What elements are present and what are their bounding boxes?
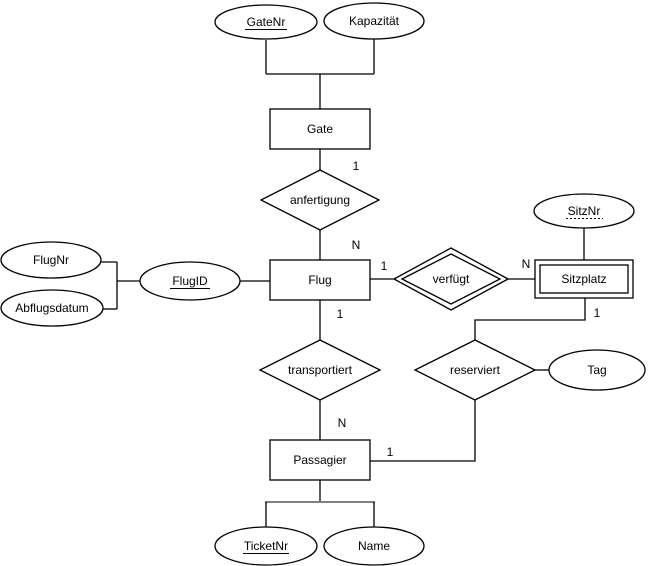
- kapazitaet-label: Kapazität: [349, 14, 400, 28]
- passagier-label: Passagier: [293, 453, 346, 467]
- gatenr-label: GateNr: [247, 15, 286, 29]
- sitznr-label: SitzNr: [568, 204, 601, 218]
- transportiert-diamond: [258, 339, 382, 401]
- gate-label: Gate: [307, 122, 333, 136]
- flugid-label: FlugID: [172, 274, 208, 288]
- flugnr-label: FlugNr: [33, 253, 69, 267]
- abflugsdatum-ellipse: [0, 289, 104, 327]
- kapazitaet-ellipse: [323, 2, 425, 40]
- flug-rect: [269, 259, 371, 301]
- relationship-transportiert: transportiert: [258, 339, 382, 401]
- cardinality-transportiert-passagier: N: [338, 416, 347, 430]
- anfertigung-diamond: [259, 169, 381, 231]
- attribute-kapazitaet: Kapazität: [323, 2, 425, 40]
- attribute-name: Name: [323, 526, 425, 566]
- edges: [100, 39, 586, 527]
- gate-rect: [269, 108, 371, 150]
- sitzplatz-label: Sitzplatz: [561, 272, 606, 286]
- ticketnr-label: TicketNr: [244, 539, 288, 553]
- ticketnr-ellipse: [214, 526, 318, 566]
- cardinality-gate-anfertigung: 1: [353, 159, 360, 173]
- cardinality-verfuegt-sitzplatz: N: [522, 257, 531, 271]
- tag-label: Tag: [587, 363, 606, 377]
- relationship-reserviert: reserviert: [413, 339, 537, 401]
- name-ellipse: [323, 526, 425, 566]
- edge-sitzplatz-reserviert: [474, 298, 586, 340]
- verfuegt-inner-diamond: [400, 253, 502, 305]
- cardinality-passagier-reserviert: 1: [387, 445, 394, 459]
- attribute-abflugsdatum: Abflugsdatum: [0, 289, 104, 327]
- relationship-verfuegt: verfügt: [392, 247, 510, 311]
- reserviert-label: reserviert: [450, 363, 501, 377]
- relationship-anfertigung: anfertigung: [259, 169, 381, 231]
- entity-flug: Flug: [269, 259, 371, 301]
- sitzplatz-inner-rect: [539, 264, 629, 294]
- sitznr-ellipse: [533, 193, 635, 229]
- entity-gate: Gate: [269, 108, 371, 150]
- attribute-tag: Tag: [548, 349, 646, 391]
- cardinality-anfertigung-flug: N: [352, 238, 361, 252]
- name-label: Name: [358, 539, 390, 553]
- tag-ellipse: [548, 349, 646, 391]
- cardinality-labels: 1 N 1 N 1 1 1 N: [337, 159, 601, 459]
- verfuegt-label: verfügt: [433, 272, 470, 286]
- attribute-flugnr: FlugNr: [0, 241, 102, 279]
- flugid-ellipse: [139, 261, 241, 301]
- attribute-sitznr: SitzNr: [533, 193, 635, 229]
- cardinality-sitzplatz-reserviert: 1: [594, 306, 601, 320]
- cardinality-flug-transportiert: 1: [337, 307, 344, 321]
- transportiert-label: transportiert: [288, 363, 353, 377]
- abflugsdatum-label: Abflugsdatum: [15, 301, 88, 315]
- entity-sitzplatz: Sitzplatz: [534, 259, 634, 299]
- flug-label: Flug: [308, 273, 331, 287]
- flugnr-ellipse: [0, 241, 102, 279]
- edge-reserviert-passagier: [370, 400, 476, 462]
- cardinality-flug-verfuegt: 1: [381, 259, 388, 273]
- anfertigung-label: anfertigung: [290, 193, 350, 207]
- attribute-ticketnr: TicketNr: [214, 526, 318, 566]
- attribute-flugid: FlugID: [139, 261, 241, 301]
- passagier-rect: [269, 439, 371, 481]
- reserviert-diamond: [413, 339, 537, 401]
- entity-passagier: Passagier: [269, 439, 371, 481]
- attribute-gatenr: GateNr: [214, 4, 318, 40]
- gatenr-ellipse: [214, 4, 318, 40]
